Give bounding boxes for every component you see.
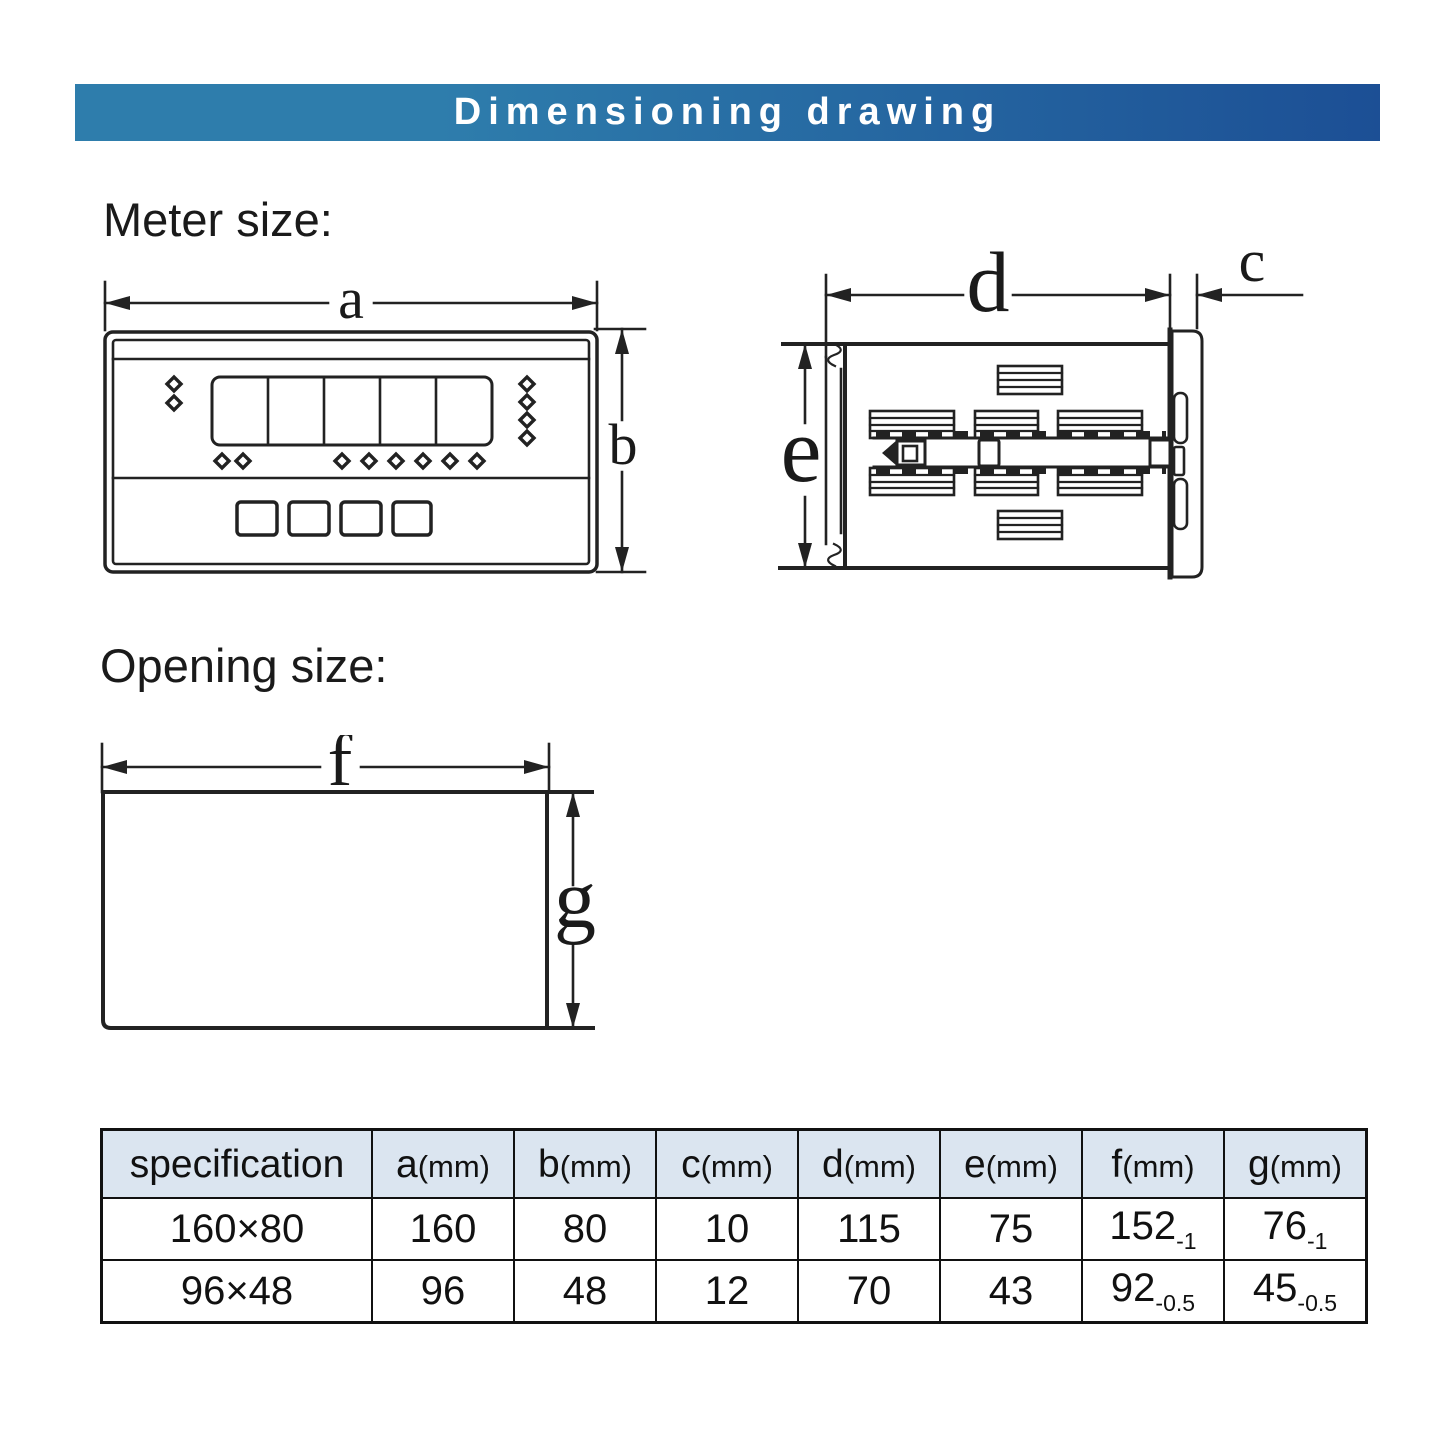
dimension-a: a (103, 280, 599, 332)
cell-e: 43 (939, 1259, 1083, 1324)
dim-label-g: g (554, 853, 596, 946)
meter-side-view-drawing: d c e (778, 245, 1304, 580)
cell-b: 80 (513, 1197, 657, 1261)
cell-c: 12 (655, 1259, 799, 1324)
dim-label-c: c (1239, 245, 1266, 294)
table-row-96x48: 96×48 96 48 12 70 43 92-0.5 45-0.5 (100, 1259, 1368, 1324)
title-banner: Dimensioning drawing (75, 84, 1380, 141)
meter-case-outline (778, 327, 1173, 580)
cell-d: 70 (797, 1259, 941, 1324)
dimension-g: g (554, 790, 596, 1030)
meter-size-label: Meter size: (103, 193, 333, 246)
dim-label-e: e (781, 399, 822, 501)
meter-front-outline (103, 330, 599, 574)
table-header-f: f(mm) (1081, 1128, 1225, 1199)
table-row-160x80: 160×80 160 80 10 115 75 152-1 76-1 (100, 1197, 1368, 1261)
cutout-rectangle (101, 790, 595, 1030)
table-header-a: a(mm) (371, 1128, 515, 1199)
panel-strip (824, 342, 843, 568)
dimension-table: specification a(mm) b(mm) c(mm) d(mm) e(… (100, 1128, 1368, 1324)
dim-label-d: d (967, 245, 1010, 330)
table-header-specification: specification (100, 1128, 373, 1199)
digit-display (210, 375, 494, 447)
opening-size-drawing: f g (100, 735, 596, 1030)
cell-e: 75 (939, 1197, 1083, 1261)
cell-c: 10 (655, 1197, 799, 1261)
cell-spec: 160×80 (100, 1197, 373, 1261)
cell-spec: 96×48 (100, 1259, 373, 1324)
table-header-b: b(mm) (513, 1128, 657, 1199)
cell-g: 45-0.5 (1223, 1259, 1368, 1324)
dimension-b: b (593, 327, 647, 574)
terminal-fins (868, 364, 1144, 541)
dimension-c: c (1195, 245, 1304, 302)
table-header-g: g(mm) (1223, 1128, 1368, 1199)
page-title: Dimensioning drawing (453, 91, 1002, 133)
cell-a: 96 (371, 1259, 515, 1324)
front-bezel (1170, 329, 1204, 579)
indicator-leds (164, 374, 537, 471)
table-header-e: e(mm) (939, 1128, 1083, 1199)
dimension-d: d (824, 245, 1199, 359)
cell-a: 160 (371, 1197, 515, 1261)
cell-g: 76-1 (1223, 1197, 1368, 1261)
cell-f: 152-1 (1081, 1197, 1225, 1261)
dimension-e: e (781, 342, 822, 570)
table-header-d: d(mm) (797, 1128, 941, 1199)
front-buttons (235, 500, 433, 537)
cell-f: 92-0.5 (1081, 1259, 1225, 1324)
meter-front-view-drawing: a (103, 280, 647, 574)
opening-size-label: Opening size: (100, 639, 388, 692)
mounting-rail (872, 431, 1172, 474)
dim-label-a: a (338, 280, 364, 331)
table-header-row: specification a(mm) b(mm) c(mm) d(mm) e(… (100, 1128, 1368, 1199)
cell-d: 115 (797, 1197, 941, 1261)
dim-label-b: b (609, 412, 638, 477)
cell-b: 48 (513, 1259, 657, 1324)
table-header-c: c(mm) (655, 1128, 799, 1199)
